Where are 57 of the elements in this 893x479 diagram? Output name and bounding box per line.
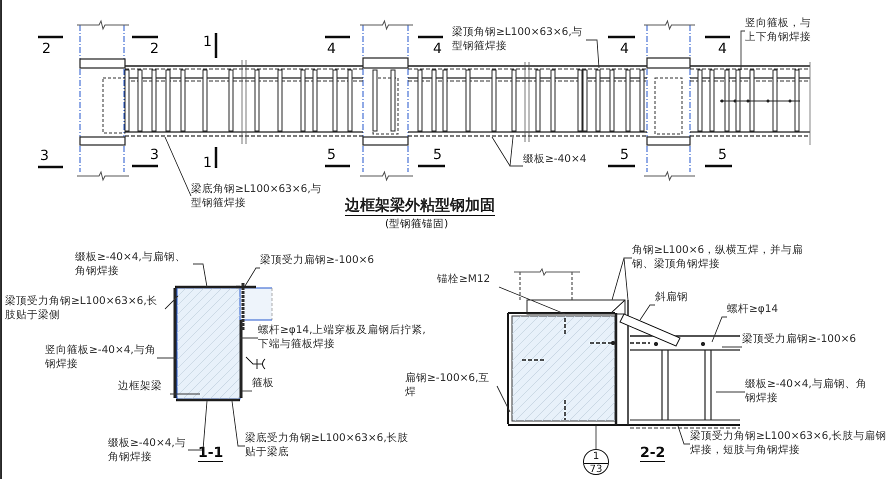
- section-number: 5: [433, 147, 442, 163]
- leader-line: [498, 286, 566, 314]
- callout-text: 梁顶受力角钢≥L100×63×6,长肢贴于梁侧: [5, 294, 165, 322]
- callout-text: 梁底受力角钢≥L100×63×6,长肢贴于梁底: [245, 431, 410, 459]
- callout-text: 扁钢≥-100×6,互焊: [405, 371, 497, 399]
- callout-text: 缀板≥-40×4,与扁钢、角钢焊接: [75, 250, 193, 278]
- caption: (型钢箍锚固): [385, 217, 448, 231]
- callout-text: 竖向箍板≥-40×4,与角钢焊接: [45, 343, 157, 371]
- leader-line: [164, 136, 192, 196]
- section-number: 4: [327, 41, 336, 57]
- section-number: 1: [203, 34, 212, 50]
- callout-text: 锚栓≥M12: [437, 272, 499, 286]
- callout-text: 螺杆≥φ14: [727, 302, 791, 316]
- leader-line: [722, 346, 742, 348]
- leader-line: [712, 316, 728, 342]
- section-number: 2: [150, 41, 159, 57]
- callout-text: 梁顶角钢≥L100×63×6,与型钢箍焊接: [452, 25, 586, 53]
- detail-index-circle: 1 73: [583, 449, 609, 475]
- callout-text: 箍板: [252, 376, 282, 390]
- callout-text: 缀板≥-40×4: [523, 152, 608, 166]
- leader-line: [242, 390, 252, 392]
- leader-line: [586, 40, 600, 68]
- leader-line: [510, 136, 524, 166]
- callout-text: 缀板≥-40×4,与角钢焊接: [108, 436, 188, 464]
- callout-text: 斜扁钢: [655, 290, 697, 304]
- section-number: 4: [718, 41, 727, 57]
- callout-text: 角钢≥L100×6，纵横互焊，并与扁钢、梁顶角钢焊接: [632, 243, 814, 271]
- leader-line: [244, 268, 260, 286]
- leader-line: [678, 426, 690, 444]
- section-number: 3: [150, 147, 159, 163]
- callout-text: 梁顶受力扁钢≥-100×6: [742, 332, 892, 346]
- section-number: 4: [433, 41, 442, 57]
- leader-line: [188, 400, 208, 450]
- leader-line: [624, 258, 632, 300]
- section-number: 1: [203, 155, 212, 171]
- leader-line: [640, 304, 656, 320]
- leader-line: [740, 30, 746, 70]
- section-number: 3: [40, 148, 49, 164]
- leader-line: [192, 264, 208, 288]
- section-number: 4: [620, 41, 629, 57]
- leader-line: [164, 296, 178, 310]
- title: 边框架梁外粘型钢加固: [345, 196, 495, 216]
- section-number: 2: [42, 41, 51, 57]
- callout-text: 梁顶受力扁钢≥-100×6: [260, 253, 400, 267]
- leader-line: [232, 400, 246, 446]
- section-title: 2-2: [640, 445, 666, 462]
- callout-text: 梁顶受力角钢≥L100×63×6,长肢与扁钢焊接，短肢与角钢焊接: [690, 429, 890, 457]
- callout-text: 螺杆≥φ14,上端穿板及扁钢后拧紧,下端与箍板焊接: [258, 323, 426, 351]
- callout-text: 缀板≥-40×4,与扁钢、角钢焊接: [745, 377, 869, 405]
- leader-line: [496, 386, 510, 412]
- callout-text: 竖向箍板，与上下角钢焊接: [745, 16, 821, 44]
- callout-text: 梁底角钢≥L100×63×6,与型钢箍焊接: [191, 182, 325, 210]
- callout-text: 边框架梁: [118, 379, 170, 393]
- section-number: 5: [327, 147, 336, 163]
- section-number: 5: [620, 147, 629, 163]
- section-number: 5: [718, 147, 727, 163]
- section-title: 1-1: [198, 445, 224, 462]
